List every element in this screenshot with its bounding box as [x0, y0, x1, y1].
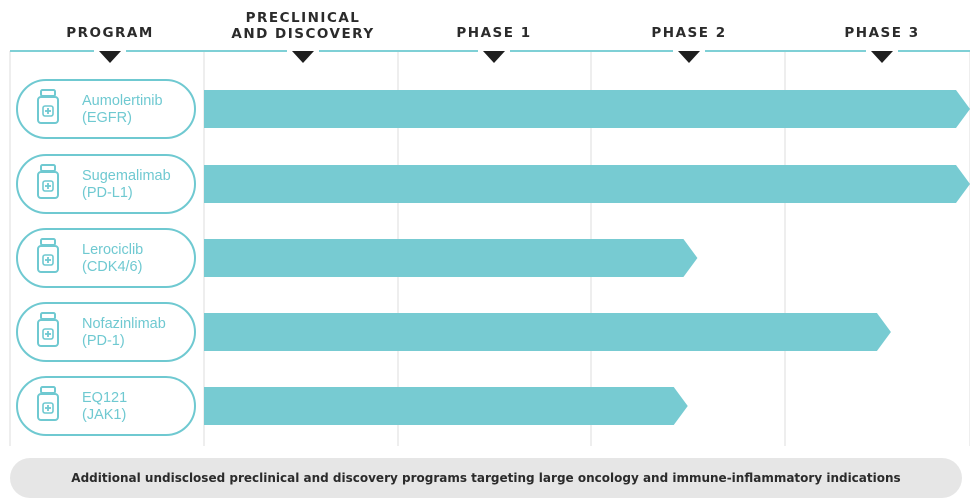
header-preclinical-line1: PRECLINICAL: [246, 10, 361, 26]
program-target: (PD-1): [82, 333, 125, 349]
header-phase3: PHASE 3: [844, 25, 919, 41]
progress-bar: [204, 90, 970, 128]
bottle-label: [42, 328, 54, 340]
medicine-bottle-icon: [37, 312, 59, 347]
bottle-body: [37, 245, 59, 273]
bottle-body: [37, 319, 59, 347]
bottle-label: [42, 402, 54, 414]
progress-bar: [204, 165, 970, 203]
bottle-body: [37, 171, 59, 199]
header-phase1: PHASE 1: [456, 25, 531, 41]
program-name: Lerociclib: [82, 242, 143, 258]
bottle-body: [37, 393, 59, 421]
program-name: Sugemalimab: [82, 168, 171, 184]
header-phase2: PHASE 2: [651, 25, 726, 41]
header-marker-0: [99, 51, 121, 63]
header-marker-2: [483, 51, 505, 63]
header-marker-4: [871, 51, 893, 63]
progress-bar: [204, 313, 891, 351]
medicine-bottle-icon: [37, 238, 59, 273]
medicine-bottle-icon: [37, 386, 59, 421]
program-target: (CDK4/6): [82, 259, 142, 275]
bottle-label: [42, 180, 54, 192]
program-target: (JAK1): [82, 407, 126, 423]
header-program: PROGRAM: [66, 25, 154, 41]
pipeline-chart: PROGRAM PRECLINICAL AND DISCOVERY PHASE …: [9, 10, 970, 446]
program-target: (PD-L1): [82, 185, 133, 201]
bottle-label: [42, 105, 54, 117]
program-pill: [16, 302, 196, 362]
medicine-bottle-icon: [37, 89, 59, 124]
program-target: (EGFR): [82, 110, 132, 126]
program-pill: [16, 228, 196, 288]
program-name: Aumolertinib: [82, 93, 163, 109]
medicine-bottle-icon: [37, 164, 59, 199]
program-pill: [16, 79, 196, 139]
bottle-body: [37, 96, 59, 124]
header-preclinical-line2: AND DISCOVERY: [231, 26, 374, 42]
header-marker-3: [678, 51, 700, 63]
progress-bar: [204, 387, 688, 425]
program-pill: [16, 376, 196, 436]
progress-bar: [204, 239, 698, 277]
bottle-label: [42, 254, 54, 266]
program-name: EQ121: [82, 390, 127, 406]
footer-note: Additional undisclosed preclinical and d…: [10, 458, 962, 498]
header-marker-1: [292, 51, 314, 63]
program-name: Nofazinlimab: [82, 316, 166, 332]
program-pill: [16, 154, 196, 214]
